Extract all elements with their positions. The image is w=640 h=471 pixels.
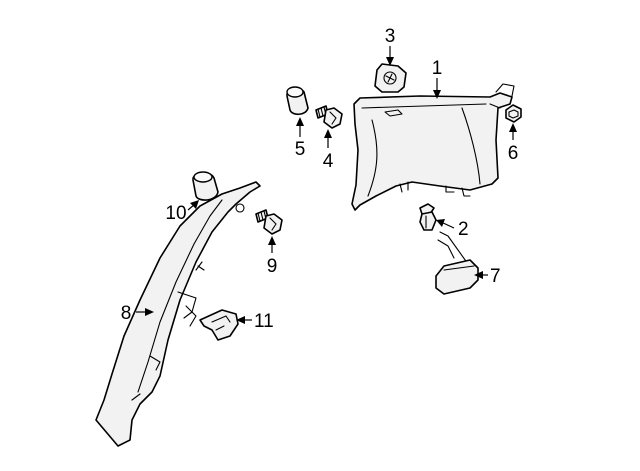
part-8-pillar-trim: [95, 181, 261, 447]
part-2-fastener: [419, 203, 437, 231]
callout-9: 9: [267, 256, 278, 277]
part-5-bushing: [286, 86, 309, 116]
callout-8: 8: [121, 303, 132, 324]
callout-11: 11: [254, 311, 274, 332]
callout-5: 5: [295, 139, 306, 160]
part-4-bolt: [315, 105, 343, 129]
part-11-bracket: [199, 309, 239, 341]
callout-2: 2: [458, 219, 469, 240]
callout-1: 1: [432, 58, 443, 79]
part-6-nut: [505, 104, 522, 123]
callout-4: 4: [323, 151, 334, 172]
part-3-clip: [374, 63, 407, 93]
part-10-bushing: [192, 171, 219, 201]
part-1-quarter-trim-panel: [351, 83, 515, 211]
part-7-cover: [435, 231, 479, 295]
callout-7: 7: [490, 266, 501, 287]
callout-10: 10: [165, 203, 186, 224]
leaders: [136, 46, 517, 324]
part-9-bolt: [255, 209, 283, 235]
callout-6: 6: [508, 143, 519, 164]
callout-3: 3: [385, 26, 396, 47]
